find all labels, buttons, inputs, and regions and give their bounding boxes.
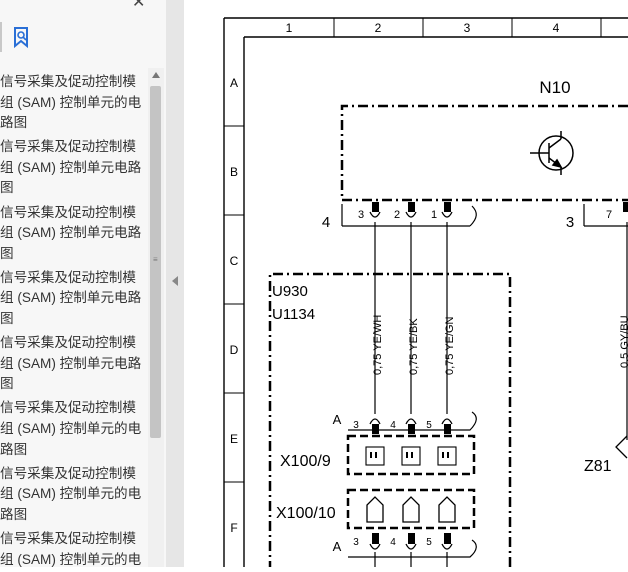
close-icon[interactable]: ✕	[132, 0, 146, 11]
row-label: A	[230, 76, 238, 90]
component-label-x100-9: X100/9	[280, 453, 331, 470]
pin-label: 2	[394, 209, 400, 221]
column-label: 1	[286, 21, 293, 35]
splice-icon	[615, 435, 628, 459]
column-label: 3	[464, 21, 471, 35]
socket-icon	[365, 446, 457, 466]
bookmark-item[interactable]: 信号采集及促动控制模组 (SAM) 控制单元电路图	[0, 335, 142, 392]
pin-label: 3	[353, 420, 359, 431]
document-view: 1 2 3 4 A B C D E F N10 4 3 2 1	[184, 0, 628, 567]
bookmark-scrollbar[interactable]: ≡	[148, 68, 164, 567]
bookmark-item[interactable]: 信号采集及促动控制模组 (SAM) 控制单元电路图	[0, 204, 142, 261]
column-label: 2	[375, 21, 382, 35]
bookmark-search-icon[interactable]	[10, 26, 34, 50]
pin-label: 5	[426, 537, 432, 548]
plug-label: 4	[322, 214, 330, 231]
bookmark-item[interactable]: 信号采集及促动控制模组 (SAM) 控制单元的电路图	[0, 530, 142, 567]
connector-label: A	[333, 539, 342, 554]
bookmark-item[interactable]: 信号采集及促动控制模组 (SAM) 控制单元电路图	[0, 139, 142, 196]
bookmark-item[interactable]: 信号采集及促动控制模组 (SAM) 控制单元电路图	[0, 269, 142, 327]
wire-label: 0,5 GY/BU	[619, 315, 628, 368]
row-label: F	[230, 521, 237, 535]
row-label: B	[230, 165, 238, 179]
collapse-arrow-icon[interactable]	[172, 276, 178, 286]
pin-label: 7	[606, 209, 612, 221]
circuit-diagram: 1 2 3 4 A B C D E F N10 4 3 2 1	[223, 17, 628, 567]
column-label: 4	[553, 21, 560, 35]
bookmark-item[interactable]: 信号采集及促动控制模组 (SAM) 控制单元的电路图	[0, 465, 142, 522]
connector-label: A	[333, 412, 342, 427]
pin-label: 1	[431, 209, 437, 221]
component-label-n10: N10	[539, 78, 570, 97]
bookmark-item[interactable]: 信号采集及促动控制模组 (SAM) 控制单元的电路图	[0, 400, 142, 457]
plug-label: 3	[566, 214, 574, 231]
pin-label: 4	[390, 420, 396, 431]
row-label: E	[230, 432, 238, 446]
grip-icon: ≡	[153, 255, 158, 264]
pin-housing-icon	[366, 496, 456, 523]
pin-label: 4	[390, 537, 396, 548]
component-label-x100-10: X100/10	[276, 505, 336, 522]
pin-label: 5	[426, 420, 432, 431]
component-label-u1134: U1134	[272, 306, 315, 323]
row-label: D	[230, 343, 239, 357]
toolbar-divider	[0, 22, 2, 52]
bookmark-list: 信号采集及促动控制模组 (SAM) 控制单元的电路图 信号采集及促动控制模组 (…	[0, 72, 148, 567]
bookmarks-panel: ✕ 信号采集及促动控制模组 (SAM) 控制单元的电路图 信号采集及促动控制模组…	[0, 0, 167, 567]
component-label-u930: U930	[272, 283, 308, 300]
wire-label: 0,75 YE/BK	[408, 318, 420, 375]
component-label-z81: Z81	[584, 458, 612, 475]
transistor-icon	[530, 131, 574, 175]
row-label: C	[230, 254, 239, 268]
panel-splitter[interactable]	[166, 0, 184, 567]
bookmark-item[interactable]: 信号采集及促动控制模组 (SAM) 控制单元的电路图	[0, 74, 142, 131]
wire-label: 0,75 YE/WH	[372, 315, 384, 375]
pin-label: 3	[358, 209, 364, 221]
wire-label: 0,75 YE/GN	[444, 316, 456, 375]
scroll-up-arrow-icon[interactable]	[152, 72, 160, 78]
scrollbar-thumb[interactable]: ≡	[150, 86, 161, 438]
pin-label: 3	[353, 537, 359, 548]
